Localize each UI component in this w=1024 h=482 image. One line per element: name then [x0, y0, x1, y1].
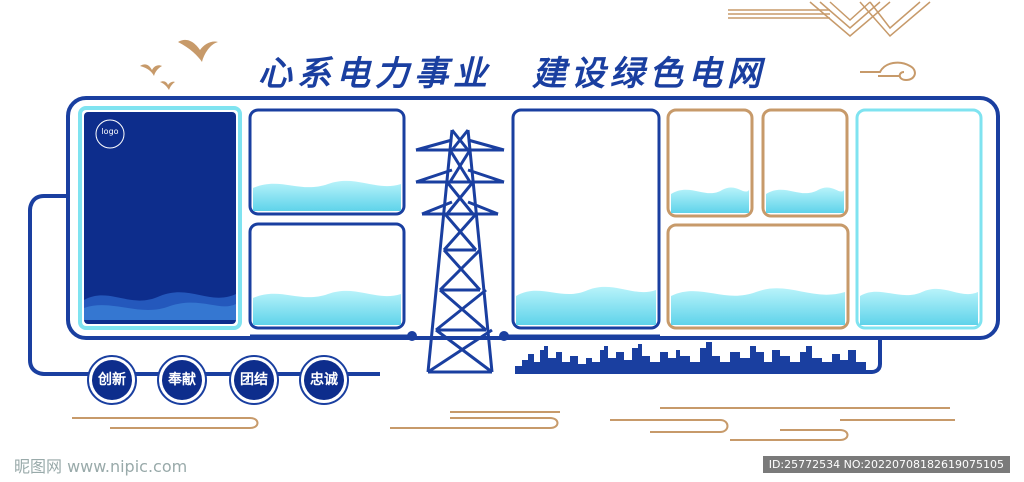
panel-a [248, 108, 406, 216]
deco-top-right [728, 1, 931, 38]
logo-panel-wave-2 [84, 302, 236, 320]
watermark-left: 昵图网 www.nipic.com [14, 457, 188, 476]
city-skyline-icon [515, 342, 866, 372]
left-pipe [28, 194, 380, 376]
panel-g [855, 108, 983, 330]
title-part-2: 建设绿色电网 [532, 54, 766, 94]
deco-bottom-lines [72, 407, 955, 441]
right-pipe [515, 338, 882, 374]
logo-placeholder-text: logo [101, 127, 119, 136]
transmission-tower-icon [415, 129, 505, 374]
value-label-loyalty: 忠诚 [310, 372, 338, 388]
title-part-1: 心系电力事业 [258, 54, 492, 94]
page-title: 心系电力事业建设绿色电网 [0, 46, 1024, 95]
panel-e [761, 108, 849, 218]
connector-dot-right [499, 331, 509, 341]
connector-dot-left [407, 331, 417, 341]
panel-f [666, 223, 850, 330]
watermark-right: ID:25772534 NO:20220708182619075105 [762, 456, 1010, 473]
value-label-dedication: 奉献 [168, 372, 196, 388]
logo-panel [84, 112, 236, 324]
panel-c [511, 108, 661, 330]
cloud-swirl [860, 61, 916, 82]
logo-circle [95, 119, 125, 149]
panel-b [248, 222, 406, 330]
value-circles [87, 355, 349, 405]
value-label-unity: 团结 [240, 372, 268, 388]
birds-icon [140, 39, 218, 90]
logo-panel-border [78, 106, 242, 330]
panel-d [666, 108, 754, 218]
main-frame [66, 96, 1000, 340]
value-label-innovation: 创新 [98, 372, 126, 388]
